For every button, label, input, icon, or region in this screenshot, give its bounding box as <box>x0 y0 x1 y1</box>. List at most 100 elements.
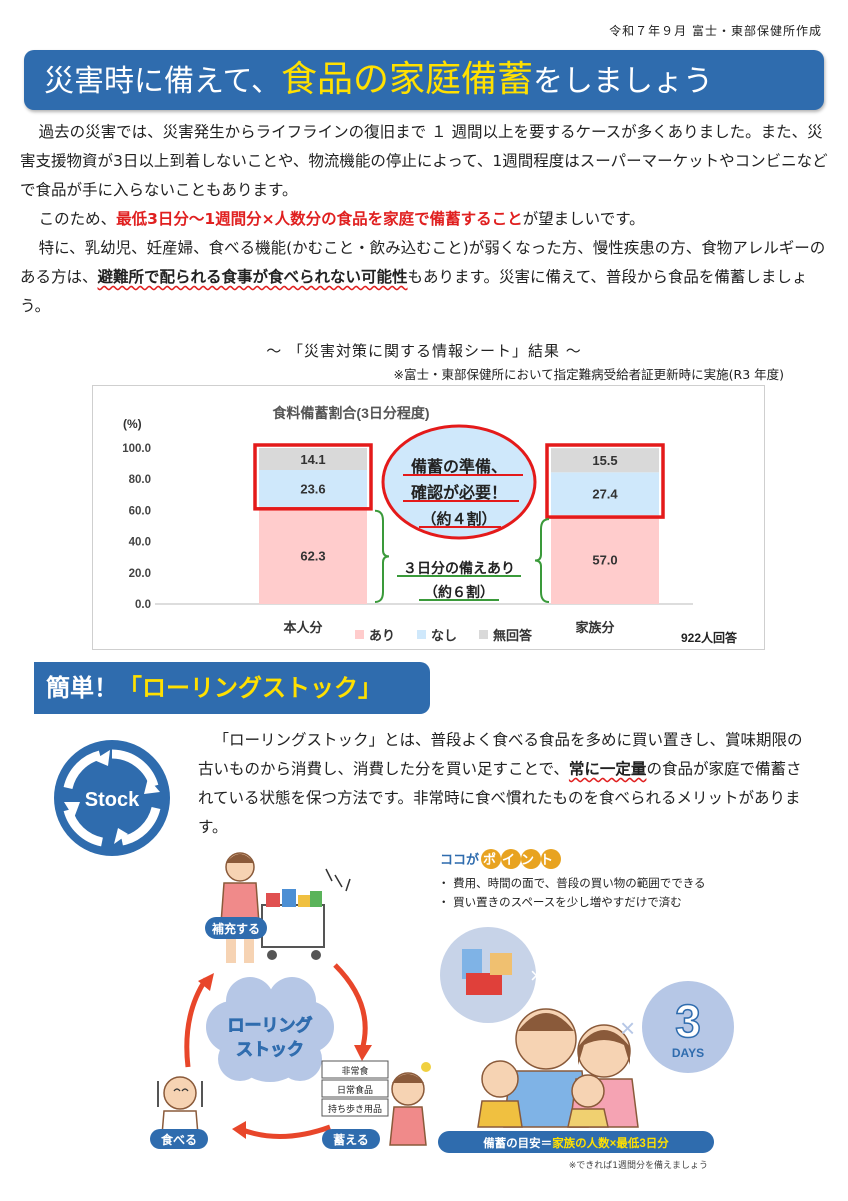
family-banner <box>438 1131 714 1153</box>
family-illustration: × × 3 DAYS 備蓄の目安＝家族の人数×最低3日分 <box>438 927 734 1153</box>
x-category-label: 家族分 <box>575 620 614 635</box>
annotation-have-text: （約６割） <box>424 584 494 600</box>
highlight-box <box>545 443 665 519</box>
brace-left <box>374 509 390 603</box>
times-mark-2: × <box>620 1013 635 1043</box>
label-store: 蓄える <box>333 1132 369 1147</box>
survey-note: ※富士・東部保健所において指定難病受給者証更新時に実施(R3 年度) <box>393 367 784 382</box>
family-icon <box>477 1008 639 1128</box>
legend-label: なし <box>431 628 457 643</box>
p2-emphasis: 最低3日分～1週間分×人数分の食品を家庭で備蓄すること <box>116 210 523 228</box>
legend-swatch <box>417 630 426 639</box>
label-add: 補充する <box>211 921 260 936</box>
food-box-icon <box>466 973 502 995</box>
legend-swatch <box>479 630 488 639</box>
title-post: をしましょう <box>533 64 714 99</box>
y-tick-label: 80.0 <box>129 474 151 486</box>
point-heading: ココが ポイント <box>440 849 561 869</box>
intro-paragraph-2: このため、最低3日分～1週間分×人数分の食品を家庭で備蓄することが望ましいです。 <box>20 205 832 234</box>
p3-emphasis: 避難所で配られる食事が食べられない可能性 <box>97 268 408 286</box>
section-highlight: 「ローリングストック」 <box>118 674 382 702</box>
p2-post: が望ましいです。 <box>522 210 645 228</box>
arrow-icon <box>198 973 214 991</box>
water-icon <box>462 949 482 979</box>
rolling-stock-description: 「ローリングストック」とは、普段よく食べる食品を多めに買い置きし、賞味期限の古い… <box>198 726 810 842</box>
annotation-need-text: （約４割） <box>421 510 496 528</box>
p2-pre: このため、 <box>38 210 117 228</box>
annotation-ellipse <box>381 424 537 540</box>
rs-post: の食品が家庭で備蓄されている状態を保つ方法です。非常時に食べ慣れたものを食べられ… <box>198 760 802 836</box>
bar-segment <box>259 506 367 604</box>
date-credit: 令和７年９月 富士・東部保健所作成 <box>609 24 822 38</box>
y-tick-label: 0.0 <box>135 599 151 611</box>
banner-highlight: 家族の人数×最低3日分 <box>552 1136 669 1150</box>
bottom-note: ※できれば1週間分を備えましょう <box>568 1161 708 1171</box>
data-label: 27.4 <box>592 487 618 502</box>
intro-paragraph-1: 過去の災害では、災害発生からライフラインの復旧まで １ 週間以上を要するケースが… <box>20 123 828 199</box>
box-label: 持ち歩き用品 <box>328 1103 382 1114</box>
annotation-have-text: ３日分の備えあり <box>403 560 515 576</box>
chart-title: 食料備蓄割合(3日分程度) <box>272 405 429 421</box>
bar-segment <box>259 469 367 507</box>
section-pre: 簡単！ <box>46 674 118 702</box>
legend-label: 無回答 <box>493 628 533 643</box>
data-label: 57.0 <box>592 553 617 568</box>
rs-pre: 「ローリングストック」とは、普段よく食べる食品を多めに買い置きし、賞味期限の古い… <box>198 731 803 778</box>
stock-icon-label: Stock <box>85 789 140 811</box>
box-label: 日常食品 <box>337 1084 373 1095</box>
point-item: ・ 買い置きのスペースを少し増やすだけで済む <box>438 895 682 909</box>
point-head-highlight: ポイント <box>483 852 559 867</box>
highlight-box <box>253 443 373 511</box>
y-tick-label: 60.0 <box>129 505 151 517</box>
days-circle <box>642 981 734 1073</box>
label-eat: 食べる <box>160 1132 197 1147</box>
y-axis-unit: (%) <box>123 417 142 431</box>
data-label: 62.3 <box>300 548 325 563</box>
y-tick-label: 100.0 <box>122 443 151 455</box>
bar-segment <box>551 472 659 516</box>
cloud-shape <box>206 977 334 1082</box>
x-category-label: 本人分 <box>283 620 322 635</box>
p3-pre: 特に、乳幼児、妊産婦、食べる機能(かむこと・飲み込むこと)が弱くなった方、慢性疾… <box>20 239 826 286</box>
cloud-text-2: ストック <box>236 1040 304 1059</box>
shopping-person-icon <box>219 852 351 963</box>
box-label: 非常食 <box>341 1065 368 1076</box>
bar-segment <box>551 515 659 604</box>
data-label: 23.6 <box>300 481 325 496</box>
rolling-stock-paragraph: 「ローリングストック」とは、普段よく食べる食品を多めに買い置きし、賞味期限の古い… <box>198 726 810 842</box>
p3-post: もあります。災害に備えて、普段から食品を備蓄しましょう。 <box>20 268 808 315</box>
rolling-stock-cycle: 補充する ローリング ストック 食べる 非常食 日常食品 持ち歩き用品 蓄える <box>150 852 431 1149</box>
arrow-icon <box>232 1121 246 1139</box>
respondent-count: 922人回答 <box>681 630 738 645</box>
stock-cycle-icon: Stock <box>54 740 170 856</box>
rs-emphasis: 常に一定量 <box>568 760 647 778</box>
annotation-need-text: 備蓄の準備、 <box>411 457 507 476</box>
title-pre: 災害時に備えて、 <box>44 64 281 99</box>
canned-food-icon <box>490 953 512 975</box>
eating-person-icon <box>157 1076 203 1136</box>
banner-pre: 備蓄の目安＝ <box>483 1136 552 1150</box>
brace-right <box>534 518 550 603</box>
point-item: ・ 費用、時間の面で、普段の買い物の範囲でできる <box>438 876 706 890</box>
intro-text: 過去の災害では、災害発生からライフラインの復旧まで １ 週間以上を要するケースが… <box>20 118 832 321</box>
family-banner-text: 備蓄の目安＝家族の人数×最低3日分 <box>483 1136 669 1150</box>
page-title: 災害時に備えて、食品の家庭備蓄をしましょう <box>24 50 824 110</box>
arrow-icon <box>354 1045 372 1061</box>
times-mark-1: × <box>530 963 543 988</box>
legend-label: あり <box>369 628 395 643</box>
intro-paragraph-3: 特に、乳幼児、妊産婦、食べる機能(かむこと・飲み込むこと)が弱くなった方、慢性疾… <box>20 234 832 321</box>
stock-chart: 食料備蓄割合(3日分程度) (%) 0.0 20.0 40.0 60.0 80.0 100.0… <box>92 385 765 650</box>
title-highlight: 食品の家庭備蓄 <box>281 59 534 100</box>
point-head-pre: ココが <box>440 852 479 867</box>
annotation-need-text: 確認が必要！ <box>411 483 507 502</box>
legend-swatch <box>355 630 364 639</box>
section-title-rolling-stock: 簡単！「ローリングストック」 <box>34 662 430 714</box>
cloud-text-1: ローリング <box>228 1015 313 1035</box>
days-unit: DAYS <box>672 1046 704 1060</box>
days-number: 3 <box>675 995 701 1047</box>
bar-segment <box>259 448 367 470</box>
thinking-person-icon <box>389 1062 431 1146</box>
bar-segment <box>551 448 659 473</box>
y-tick-label: 40.0 <box>129 537 151 549</box>
y-tick-label: 20.0 <box>129 568 151 580</box>
